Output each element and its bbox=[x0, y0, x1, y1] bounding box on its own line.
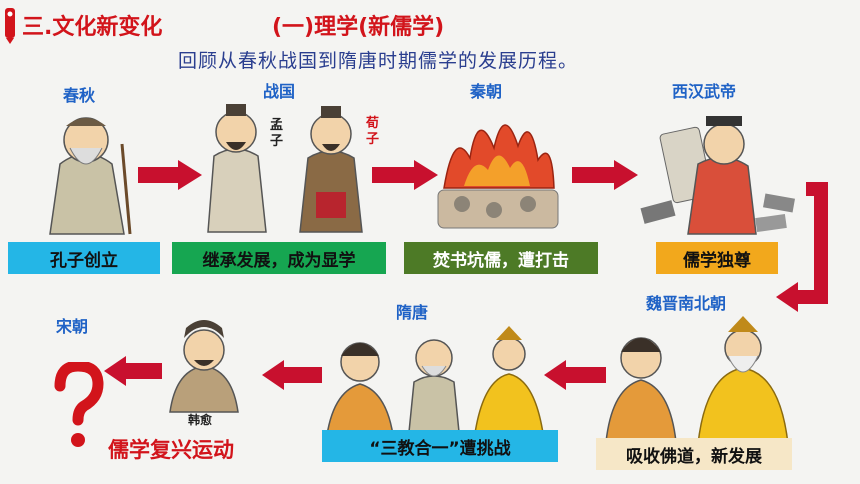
flow-arrow-bend bbox=[776, 182, 828, 312]
section-subtitle: (一)理学(新儒学) bbox=[272, 15, 445, 40]
confucian-figure-suitang bbox=[407, 339, 461, 443]
section-title: 三.文化新变化 bbox=[22, 15, 163, 40]
confucius-figure bbox=[49, 117, 132, 235]
buddha-figure-weijin bbox=[605, 337, 677, 443]
mengzi-figure bbox=[207, 104, 267, 233]
flow-arrow-3 bbox=[572, 160, 638, 190]
xunzi-figure bbox=[299, 106, 363, 233]
era-label-song: 宋朝 bbox=[56, 317, 89, 336]
flow-arrow-1 bbox=[138, 160, 202, 190]
hanyu-figure bbox=[169, 320, 239, 413]
xunzi-label: 荀 子 bbox=[366, 116, 380, 147]
stage-box-weijin: 吸收佛道，新发展 bbox=[596, 438, 792, 470]
flow-arrow-4 bbox=[544, 360, 606, 390]
flow-arrow-5 bbox=[262, 360, 322, 390]
era-label-suitang: 隋唐 bbox=[396, 303, 429, 322]
question-mark-icon bbox=[54, 362, 104, 447]
era-label-qin: 秦朝 bbox=[470, 82, 503, 101]
era-label-chunqiu: 春秋 bbox=[63, 86, 96, 105]
buddha-figure-suitang bbox=[325, 342, 395, 443]
taoist-figure-suitang bbox=[473, 326, 545, 441]
han-wudi-figure bbox=[640, 116, 795, 235]
song-revival-label: 儒学复兴运动 bbox=[108, 438, 234, 462]
title-tag-icon bbox=[5, 8, 15, 44]
stage-box-xihan: 儒学独尊 bbox=[656, 242, 778, 274]
stage-box-qin: 焚书坑儒，遭打击 bbox=[404, 242, 598, 274]
mengzi-label: 孟 子 bbox=[270, 118, 284, 149]
era-label-zhanguo: 战国 bbox=[263, 82, 296, 101]
hanyu-label: 韩愈 bbox=[188, 413, 213, 427]
flow-arrow-6 bbox=[104, 356, 162, 386]
stage-box-kongzi: 孔子创立 bbox=[8, 242, 160, 274]
era-label-xihan: 西汉武帝 bbox=[672, 82, 737, 101]
taoist-figure-weijin bbox=[697, 316, 789, 445]
stage-box-zhanguo: 继承发展，成为显学 bbox=[172, 242, 386, 274]
book-burning-scene bbox=[437, 124, 559, 229]
stage-box-suitang: “三教合一”遭挑战 bbox=[322, 430, 558, 462]
flow-arrow-2 bbox=[372, 160, 438, 190]
era-label-weijin: 魏晋南北朝 bbox=[646, 294, 727, 313]
intro-text: 回顾从春秋战国到隋唐时期儒学的发展历程。 bbox=[178, 50, 579, 72]
